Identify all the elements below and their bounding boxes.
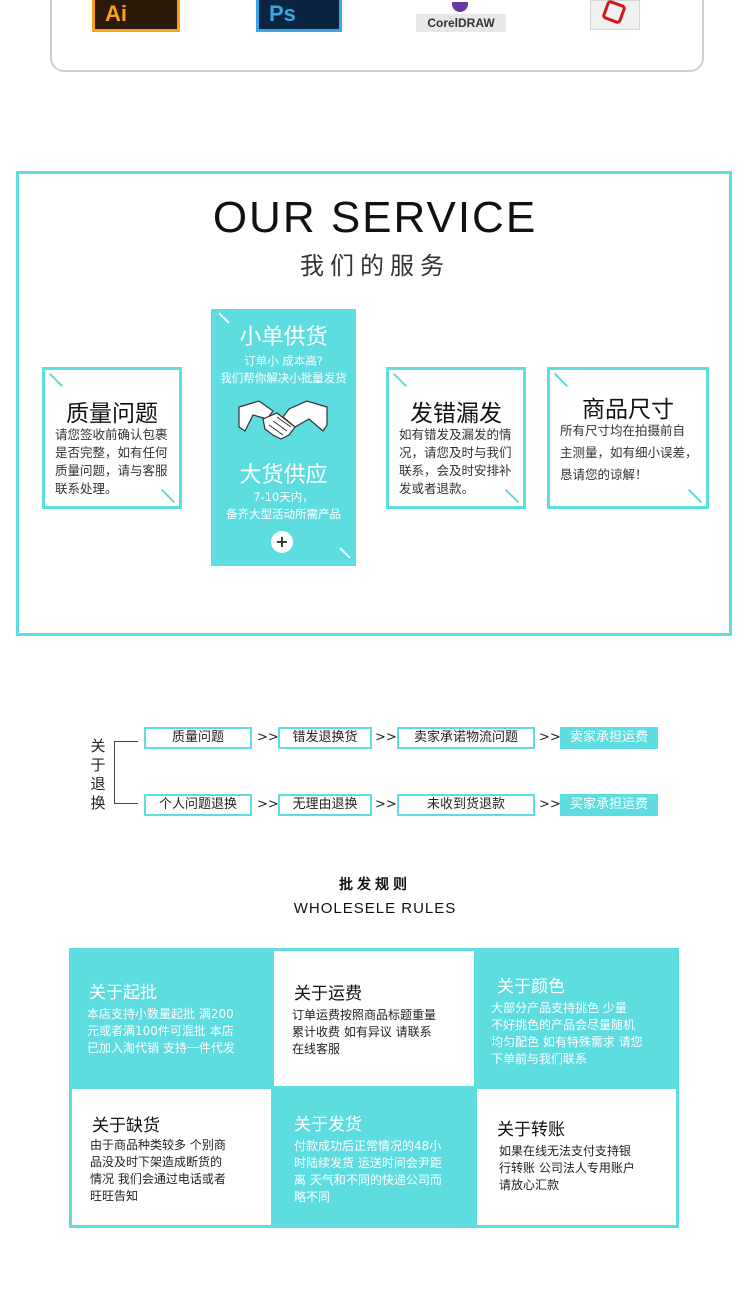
flow-step: 未收到货退款 (397, 794, 535, 816)
flow-arrow: >> (375, 730, 397, 745)
card-text: 所有尺寸均在拍摄前自 主测量，如有细小误差， 恳请您的谅解！ (560, 423, 698, 482)
card-text: 请您签收前确认包裹 是否完整，如有任何 质量问题，请与客服 联系处理。 (55, 427, 168, 496)
service-subtitle: 我们的服务 (300, 252, 450, 280)
rule-cell-shipping-fee: 关于运费 订单运费按照商品标题重量 累计收费 如有异议 请联系 在线客服 (274, 951, 474, 1086)
rule-cell-out-of-stock: 关于缺货 由于商品种类较多 个别商 品没及时下架造成断货的 情况 我们会通过电话… (72, 1089, 271, 1225)
card-title: 发错漏发 (410, 401, 502, 427)
rule-cell-delivery: 关于发货 付款成功后正常情况的48小 时陆续发货 运送时间会尹距 离 天气和不同… (274, 1086, 474, 1228)
flow-step: 质量问题 (144, 727, 252, 749)
wrong-shipment-card: 发错漏发 如有错发及漏发的情 况，请您及时与我们 联系，会及时安排补 发或者退款… (386, 367, 526, 509)
expand-plus-button[interactable]: + (271, 531, 293, 553)
coreldraw-icon: CorelDRAW (416, 0, 506, 32)
return-exchange-label: 关 于 退 换 (90, 737, 106, 812)
photoshop-icon: Ps (256, 0, 342, 32)
card-title: 质量问题 (66, 401, 158, 427)
wholesale-rules-grid: 关于起批 本店支持小数量起批 满200 元或者满100件可混批 本店 已加入淘代… (69, 948, 679, 1228)
rule-cell-min-order: 关于起批 本店支持小数量起批 满200 元或者满100件可混批 本店 已加入淘代… (69, 948, 271, 1086)
flow-arrow: >> (539, 797, 561, 812)
wholesale-rules-subtitle: WHOLESELE RULES (293, 900, 457, 917)
pdf-icon (572, 0, 658, 32)
flow-step: 错发退换货 (278, 727, 372, 749)
flow-arrow: >> (539, 730, 561, 745)
handshake-icon (238, 400, 328, 440)
card-title: 商品尺寸 (582, 397, 674, 423)
flow-arrow: >> (257, 730, 279, 745)
small-order-title: 小单供货 (239, 325, 328, 350)
flow-bracket (114, 741, 138, 804)
buyer-pays-shipping-badge: 买家承担运费 (560, 794, 658, 816)
illustrator-icon: Ai (92, 0, 180, 32)
flow-step: 个人问题退换 (144, 794, 252, 816)
product-size-card: 商品尺寸 所有尺寸均在拍摄前自 主测量，如有细小误差， 恳请您的谅解！ (547, 367, 709, 509)
software-format-panel: Ai Ps CorelDRAW (50, 0, 704, 72)
flow-arrow: >> (375, 797, 397, 812)
bulk-supply-title: 大货供应 (239, 463, 328, 488)
wholesale-rules-title: 批发规则 (339, 877, 411, 893)
service-title: OUR SERVICE (212, 193, 538, 242)
seller-pays-shipping-badge: 卖家承担运费 (560, 727, 658, 749)
card-text: 如有错发及漏发的情 况，请您及时与我们 联系，会及时安排补 发或者退款。 (399, 427, 512, 496)
service-section-frame (16, 171, 732, 636)
flow-step: 无理由退换 (278, 794, 372, 816)
rule-cell-color: 关于颜色 大部分产品支持挑色 少量 不好挑色的产品会尽量随机 均匀配色 如有特殊… (477, 948, 679, 1086)
flow-arrow: >> (257, 797, 279, 812)
quality-issue-card: 质量问题 请您签收前确认包裹 是否完整，如有任何 质量问题，请与客服 联系处理。 (42, 367, 182, 509)
flow-step: 卖家承诺物流问题 (397, 727, 535, 749)
rule-cell-bank-transfer: 关于转账 如果在线无法支付支持银 行转账 公司法人专用账户 请放心汇款 (477, 1089, 676, 1225)
supply-promo-card: 小单供货 订单小 成本高? 我们帮你解决小批量发货 大货供应 7-10天内， 备… (211, 309, 356, 566)
